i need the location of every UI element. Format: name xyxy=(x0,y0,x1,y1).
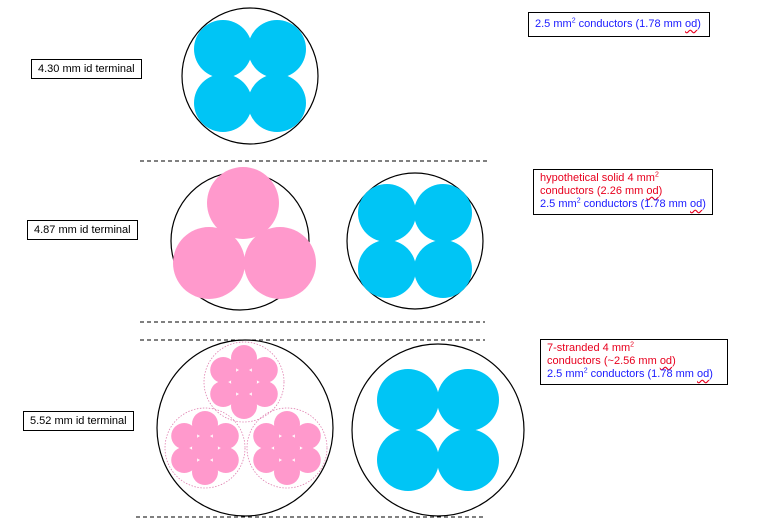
blue-conductor xyxy=(414,240,472,298)
legend-line: hypothetical solid 4 mm2 xyxy=(540,171,706,185)
pink-strand xyxy=(251,357,278,383)
terminal-circle xyxy=(181,7,319,145)
legend-text-sup: 2 xyxy=(630,341,635,349)
legend-text-squig: od xyxy=(697,368,710,380)
pink-conductor xyxy=(244,227,316,299)
terminal-label-row3: 5.52 mm id terminal xyxy=(23,411,134,431)
legend-text-squig: od xyxy=(685,18,698,30)
terminal-circle xyxy=(351,343,525,517)
terminal-label-row2: 4.87 mm id terminal xyxy=(27,220,138,240)
legend-row1: 2.5 mm2 conductors (1.78 mm od) xyxy=(528,12,710,37)
blue-conductor xyxy=(377,429,439,491)
pink-conductor xyxy=(173,227,245,299)
pink-strand xyxy=(231,369,257,395)
legend-text-pre: 2.5 mm xyxy=(535,18,572,30)
legend-text-post: conductors (1.78 mm xyxy=(587,368,698,380)
legend-text-sup: 2 xyxy=(654,171,659,179)
blue-conductor xyxy=(358,240,416,298)
pink-strand xyxy=(231,345,257,371)
pink-strand xyxy=(251,381,278,407)
pink-strand xyxy=(274,411,300,437)
blue-conductor xyxy=(437,369,499,431)
legend-text-pre: conductors (~2.56 mm xyxy=(547,355,660,367)
strand-bundle-outline xyxy=(164,407,246,489)
legend-text-post: conductors (1.78 mm xyxy=(575,18,686,30)
legend-text-post: conductors (1.78 mm xyxy=(580,198,691,210)
blue-conductor xyxy=(414,184,472,242)
legend-line: conductors (~2.56 mm od) xyxy=(547,355,713,368)
legend-text-sup: 2 xyxy=(571,17,576,25)
blue-conductor xyxy=(194,74,252,132)
legend-text-pre: conductors (2.26 mm xyxy=(540,185,647,197)
legend-line: 2.5 mm2 conductors (1.78 mm od) xyxy=(535,17,701,31)
blue-conductor xyxy=(194,20,252,78)
legend-text-pre: 7-stranded 4 mm xyxy=(547,342,631,354)
legend-text-end: ) xyxy=(709,368,713,380)
legend-text-pre: 2.5 mm xyxy=(540,198,577,210)
legend-line: 2.5 mm2 conductors (1.78 mm od) xyxy=(540,197,706,211)
pink-strand xyxy=(274,459,300,485)
pink-strand xyxy=(294,423,321,449)
blue-conductor xyxy=(377,369,439,431)
pink-strand xyxy=(212,423,239,449)
blue-conductor xyxy=(248,20,306,78)
pink-strand xyxy=(210,357,237,383)
legend-text-sup: 2 xyxy=(583,367,588,375)
legend-line: 7-stranded 4 mm2 xyxy=(547,341,713,355)
pink-strand xyxy=(253,447,280,473)
legend-text-pre: hypothetical solid 4 mm xyxy=(540,172,655,184)
pink-strand xyxy=(171,447,198,473)
legend-text-end: ) xyxy=(658,185,663,197)
legend-text-squig: od xyxy=(690,198,703,210)
blue-conductor xyxy=(248,74,306,132)
legend-text-squig: od xyxy=(659,355,673,367)
pink-conductor xyxy=(207,167,279,239)
pink-strand xyxy=(253,423,280,449)
pink-strand xyxy=(210,381,237,407)
legend-text-end: ) xyxy=(672,355,676,367)
blue-conductor xyxy=(358,184,416,242)
pink-strand xyxy=(171,423,198,449)
legend-text-pre: 2.5 mm xyxy=(547,368,584,380)
strand-bundle-outline xyxy=(203,341,285,423)
legend-line: 2.5 mm2 conductors (1.78 mm od) xyxy=(547,367,713,381)
pink-strand xyxy=(212,447,239,473)
pink-strand xyxy=(294,447,321,473)
pink-strand xyxy=(231,393,257,419)
pink-strand xyxy=(192,459,218,485)
legend-text-sup: 2 xyxy=(576,197,581,205)
terminal-label-row1: 4.30 mm id terminal xyxy=(31,59,142,79)
pink-strand xyxy=(192,411,218,437)
legend-text-squig: od xyxy=(646,185,659,197)
legend-text-end: ) xyxy=(702,198,706,210)
strand-bundle-outline xyxy=(246,407,328,489)
pink-strand xyxy=(274,435,300,461)
legend-text-end: ) xyxy=(697,18,701,30)
blue-conductor xyxy=(437,429,499,491)
pink-strand xyxy=(192,435,218,461)
legend-line: conductors (2.26 mm od) xyxy=(540,185,706,198)
